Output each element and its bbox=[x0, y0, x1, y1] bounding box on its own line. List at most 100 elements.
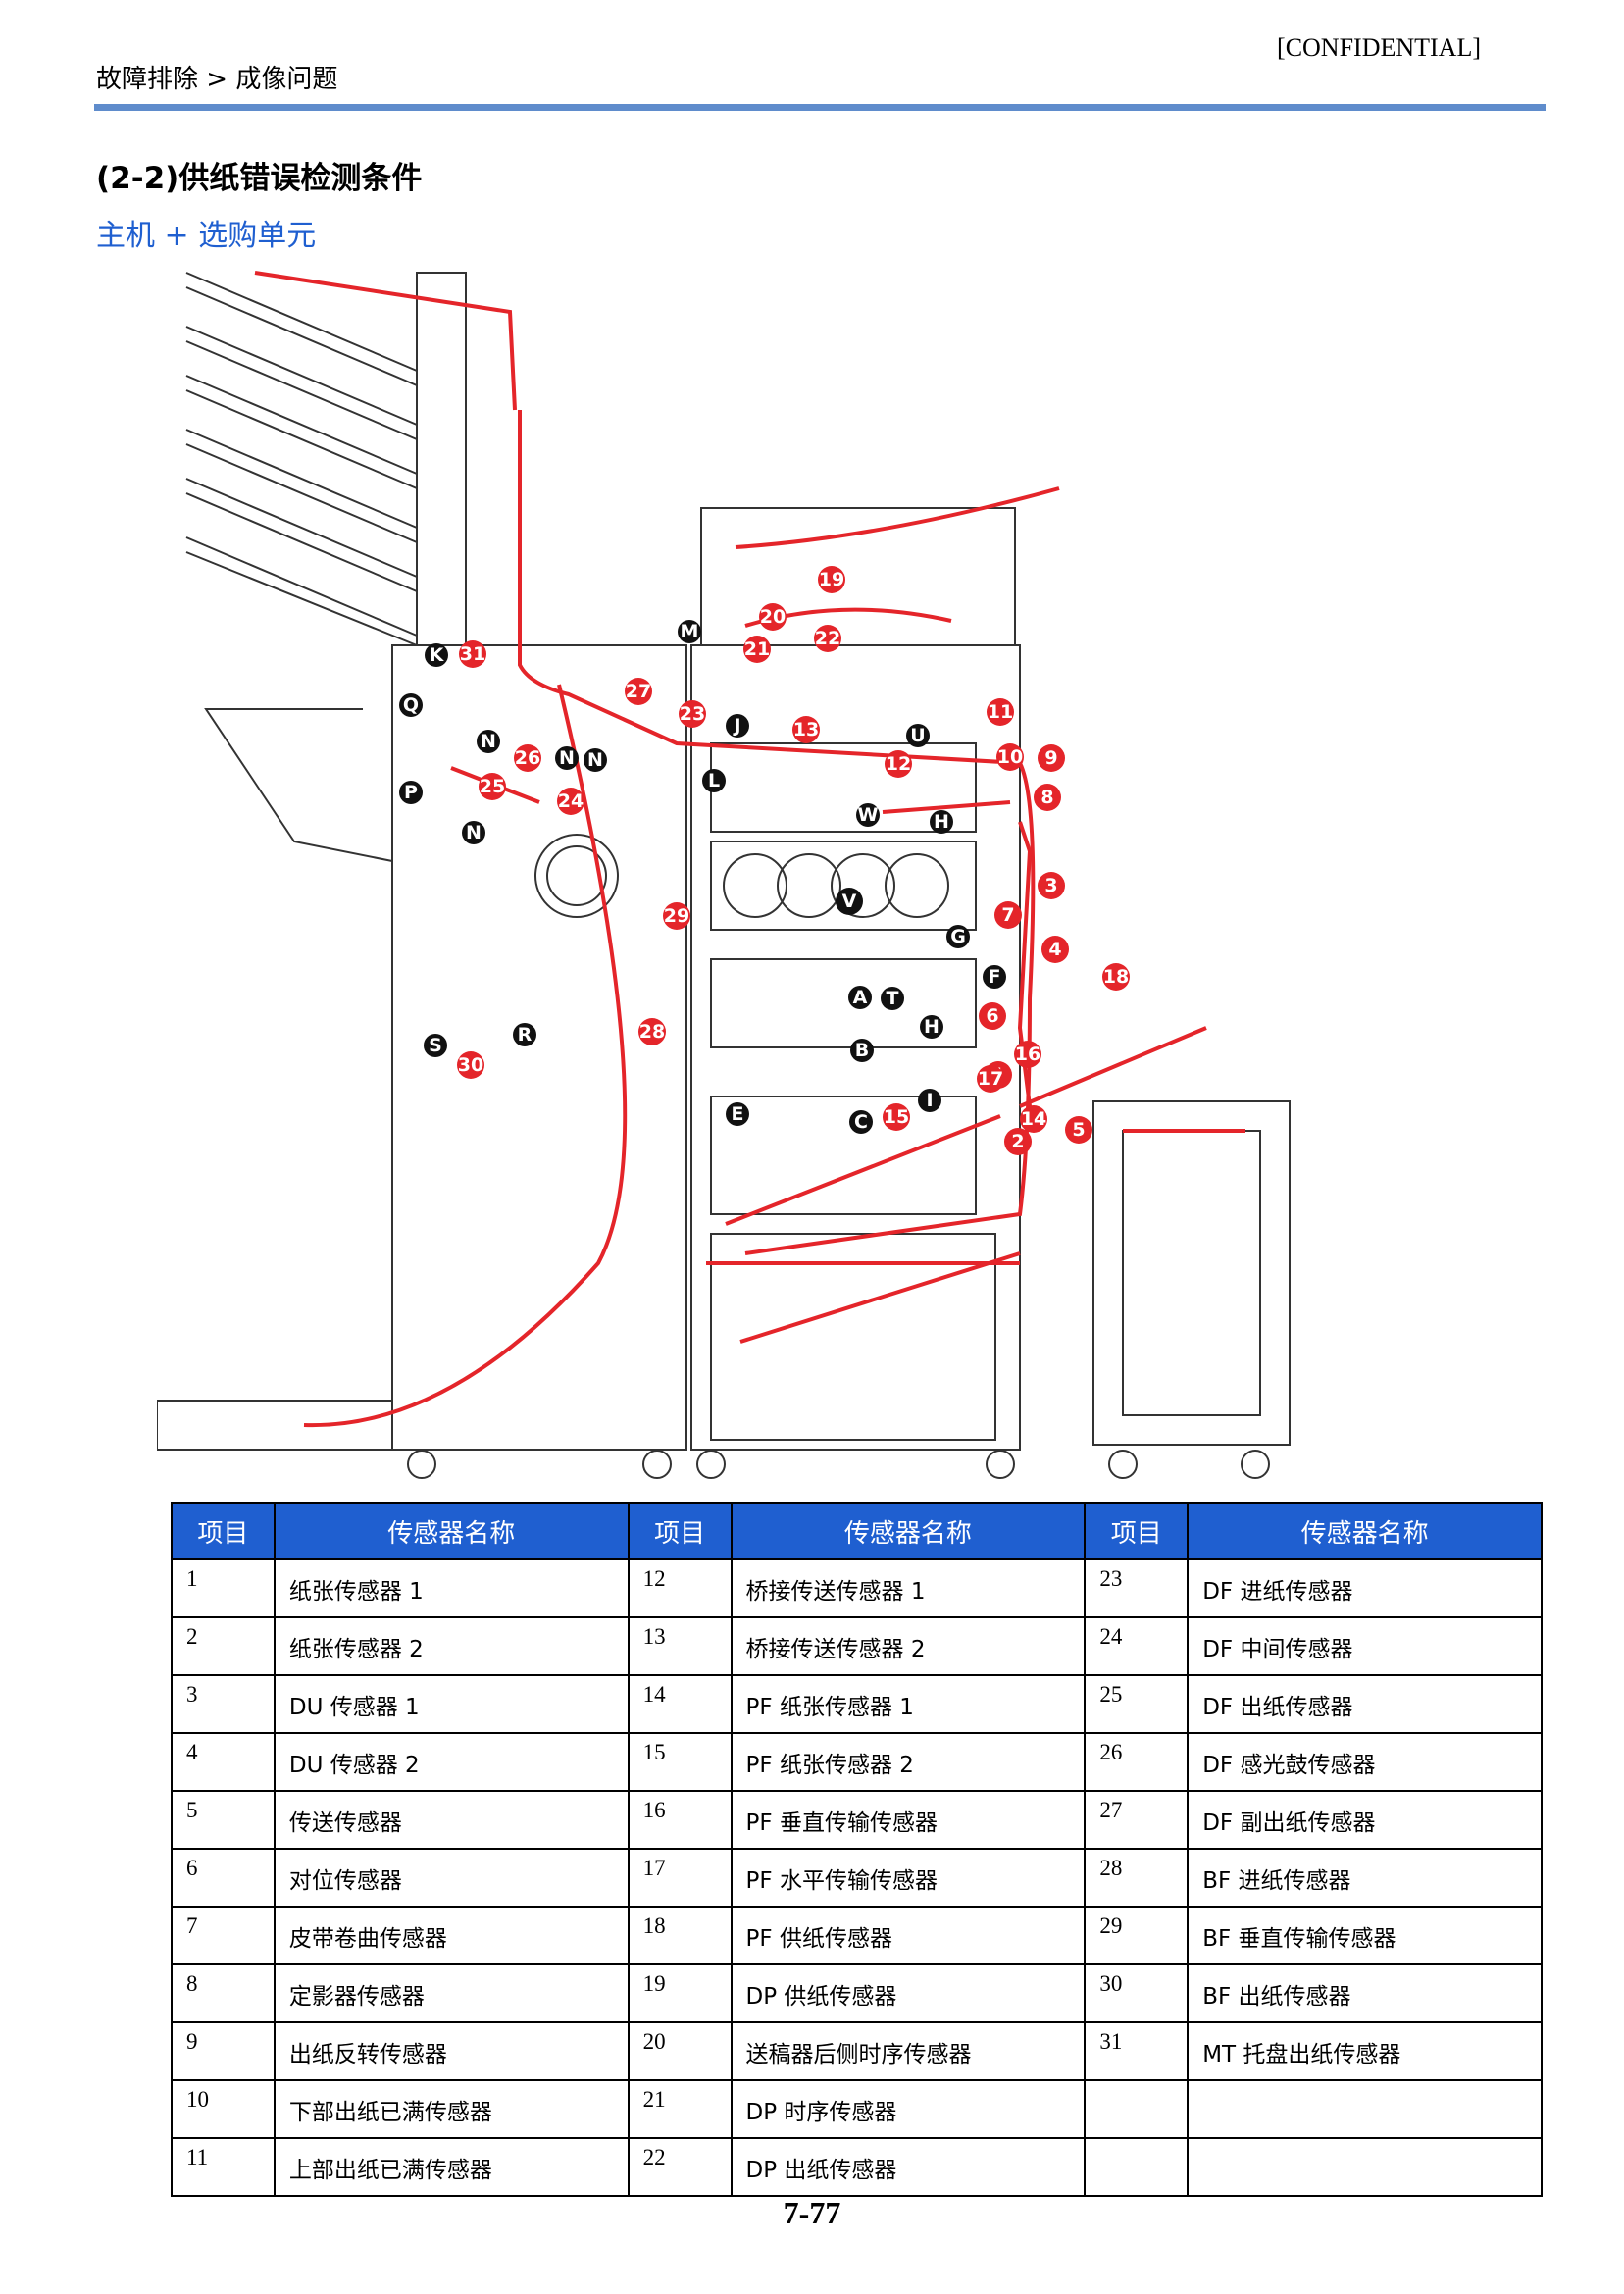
diagram-label-2: 2 bbox=[1004, 1128, 1032, 1155]
item-number: 23 bbox=[1084, 1558, 1190, 1618]
diagram-label-Q: Q bbox=[399, 693, 423, 717]
diagram-label-T: T bbox=[881, 987, 904, 1010]
svg-text:V: V bbox=[842, 891, 857, 912]
diagram-label-12: 12 bbox=[885, 750, 912, 778]
item-number: 5 bbox=[171, 1790, 276, 1850]
diagram-label-P: P bbox=[399, 781, 423, 804]
diagram-label-8: 8 bbox=[1034, 784, 1061, 811]
item-number: 28 bbox=[1084, 1848, 1190, 1908]
diagram-label-9: 9 bbox=[1038, 744, 1065, 772]
item-number: 11 bbox=[171, 2137, 276, 2197]
item-number: 29 bbox=[1084, 1906, 1190, 1965]
item-number: 16 bbox=[627, 1790, 733, 1850]
diagram-label-W: W bbox=[856, 803, 880, 827]
diagram-label-R: R bbox=[513, 1023, 536, 1046]
diagram-label-H-upper: H bbox=[930, 810, 953, 834]
svg-text:21: 21 bbox=[744, 638, 770, 660]
item-number: 17 bbox=[627, 1848, 733, 1908]
svg-text:N: N bbox=[559, 747, 575, 769]
diagram-label-14: 14 bbox=[1020, 1105, 1047, 1133]
item-number bbox=[1084, 2079, 1190, 2139]
diagram-label-30: 30 bbox=[457, 1051, 484, 1079]
diagram-label-27: 27 bbox=[625, 678, 652, 705]
sensor-name: 纸张传感器 2 bbox=[273, 1616, 630, 1676]
column-header: 传感器名称 bbox=[273, 1502, 630, 1560]
machine-cross-section: 1 2 3 4 5 6 7 8 9 10 11 12 13 14 15 16 1… bbox=[157, 271, 1291, 1479]
diagram-label-K: K bbox=[425, 643, 448, 667]
svg-text:8: 8 bbox=[1040, 787, 1053, 808]
diagram-label-25: 25 bbox=[479, 773, 506, 800]
diagram-label-B: B bbox=[850, 1039, 874, 1062]
diagram-label-I: I bbox=[918, 1089, 941, 1112]
svg-text:A: A bbox=[853, 987, 868, 1008]
diagram-label-A: A bbox=[848, 986, 872, 1009]
sensor-name: DP 供纸传感器 bbox=[730, 1963, 1087, 2023]
table-row: 2 纸张传感器 2 13 桥接传送传感器 2 24 DF 中间传感器 bbox=[171, 1616, 1543, 1676]
svg-text:N: N bbox=[587, 749, 603, 771]
section-subtitle: 主机 + 选购单元 bbox=[96, 219, 317, 253]
svg-text:I: I bbox=[926, 1090, 933, 1111]
sensor-name: PF 水平传输传感器 bbox=[730, 1848, 1087, 1908]
svg-text:C: C bbox=[854, 1111, 868, 1133]
svg-text:U: U bbox=[910, 725, 925, 746]
sensor-name: 传送传感器 bbox=[273, 1790, 630, 1850]
sensor-name: BF 出纸传感器 bbox=[1187, 1963, 1543, 2023]
machine-outline bbox=[157, 272, 1291, 1479]
sensor-name bbox=[1187, 2137, 1543, 2197]
diagram-label-10: 10 bbox=[996, 743, 1024, 771]
diagram-label-4: 4 bbox=[1041, 936, 1069, 963]
item-number: 19 bbox=[627, 1963, 733, 2023]
sensor-name: DF 出纸传感器 bbox=[1187, 1674, 1543, 1734]
diagram-label-U: U bbox=[906, 724, 930, 747]
section-title: (2-2)供纸错误检测条件 bbox=[96, 161, 423, 196]
sensor-table: 项目 传感器名称 项目 传感器名称 项目 传感器名称 1 纸张传感器 1 12 … bbox=[171, 1502, 1543, 2197]
sensor-name: DP 出纸传感器 bbox=[730, 2137, 1087, 2197]
table-row: 3 DU 传感器 1 14 PF 纸张传感器 1 25 DF 出纸传感器 bbox=[171, 1674, 1543, 1734]
confidential-mark: [CONFIDENTIAL] bbox=[1277, 33, 1481, 62]
svg-text:24: 24 bbox=[558, 790, 584, 812]
column-header: 项目 bbox=[1084, 1502, 1190, 1560]
svg-text:29: 29 bbox=[664, 905, 689, 927]
sensor-name: 桥接传送传感器 2 bbox=[730, 1616, 1087, 1676]
sensor-name: BF 垂直传输传感器 bbox=[1187, 1906, 1543, 1965]
item-number: 26 bbox=[1084, 1732, 1190, 1792]
svg-text:25: 25 bbox=[480, 776, 505, 797]
item-number: 4 bbox=[171, 1732, 276, 1792]
diagram-label-E: E bbox=[726, 1102, 749, 1126]
svg-text:7: 7 bbox=[1001, 904, 1014, 926]
diagram-label-19: 19 bbox=[818, 566, 845, 593]
diagram-label-L: L bbox=[702, 769, 726, 792]
svg-text:11: 11 bbox=[988, 701, 1013, 723]
sensor-name: 下部出纸已满传感器 bbox=[273, 2079, 630, 2139]
svg-text:N: N bbox=[481, 731, 496, 752]
sensor-name: BF 进纸传感器 bbox=[1187, 1848, 1543, 1908]
item-number: 7 bbox=[171, 1906, 276, 1965]
diagram-label-G: G bbox=[946, 925, 970, 948]
item-number: 13 bbox=[627, 1616, 733, 1676]
table-row: 5 传送传感器 16 PF 垂直传输传感器 27 DF 副出纸传感器 bbox=[171, 1790, 1543, 1850]
diagram-label-N-3: N bbox=[584, 748, 607, 772]
svg-text:13: 13 bbox=[793, 719, 819, 740]
diagram-label-N-4: N bbox=[462, 821, 485, 844]
sensor-name: 纸张传感器 1 bbox=[273, 1558, 630, 1618]
item-number bbox=[1084, 2137, 1190, 2197]
svg-text:23: 23 bbox=[680, 703, 705, 725]
item-number: 20 bbox=[627, 2021, 733, 2081]
svg-text:6: 6 bbox=[986, 1005, 998, 1027]
item-number: 1 bbox=[171, 1558, 276, 1618]
item-number: 21 bbox=[627, 2079, 733, 2139]
table-row: 6 对位传感器 17 PF 水平传输传感器 28 BF 进纸传感器 bbox=[171, 1848, 1543, 1908]
svg-text:E: E bbox=[732, 1103, 744, 1125]
item-number: 9 bbox=[171, 2021, 276, 2081]
sensor-name: PF 供纸传感器 bbox=[730, 1906, 1087, 1965]
sensor-name bbox=[1187, 2079, 1543, 2139]
svg-text:G: G bbox=[950, 926, 966, 947]
sensor-name: 定影器传感器 bbox=[273, 1963, 630, 2023]
table-row: 1 纸张传感器 1 12 桥接传送传感器 1 23 DF 进纸传感器 bbox=[171, 1558, 1543, 1618]
item-number: 14 bbox=[627, 1674, 733, 1734]
svg-text:H: H bbox=[924, 1016, 939, 1038]
svg-text:N: N bbox=[466, 822, 482, 843]
diagram-label-26: 26 bbox=[514, 744, 541, 772]
number-labels: 1 2 3 4 5 6 7 8 9 10 11 12 13 14 15 16 1… bbox=[457, 566, 1130, 1155]
diagram-label-13: 13 bbox=[792, 716, 820, 743]
